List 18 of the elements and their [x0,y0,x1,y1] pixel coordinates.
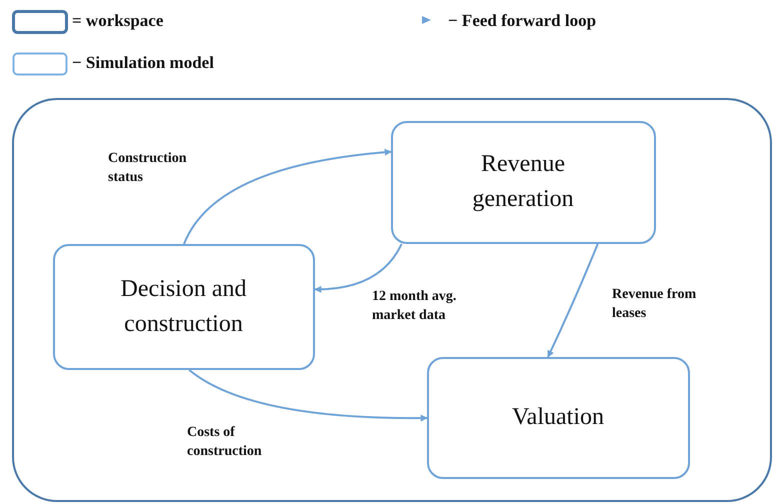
node-label: Valuation [511,403,605,432]
edge-label: 12 month avg. market data [372,288,458,325]
legend-label: − Feed forward loop [448,11,596,31]
arrow [188,369,428,422]
container-box [12,98,772,502]
process-box [390,120,656,244]
edge-label: Construction status [108,150,188,187]
legend-label: − Simulation model [72,53,214,73]
legend-label: = workspace [72,11,164,31]
arrow [183,148,392,244]
node-label: Revenue generation [471,150,575,214]
arrow [314,244,402,293]
arrow [547,244,599,358]
edge-label: Revenue from leases [612,286,698,323]
node-label: Decision and construction [120,274,248,338]
process-box [52,244,314,370]
process-box [426,356,690,478]
edge-label: Costs of construction [187,424,263,461]
